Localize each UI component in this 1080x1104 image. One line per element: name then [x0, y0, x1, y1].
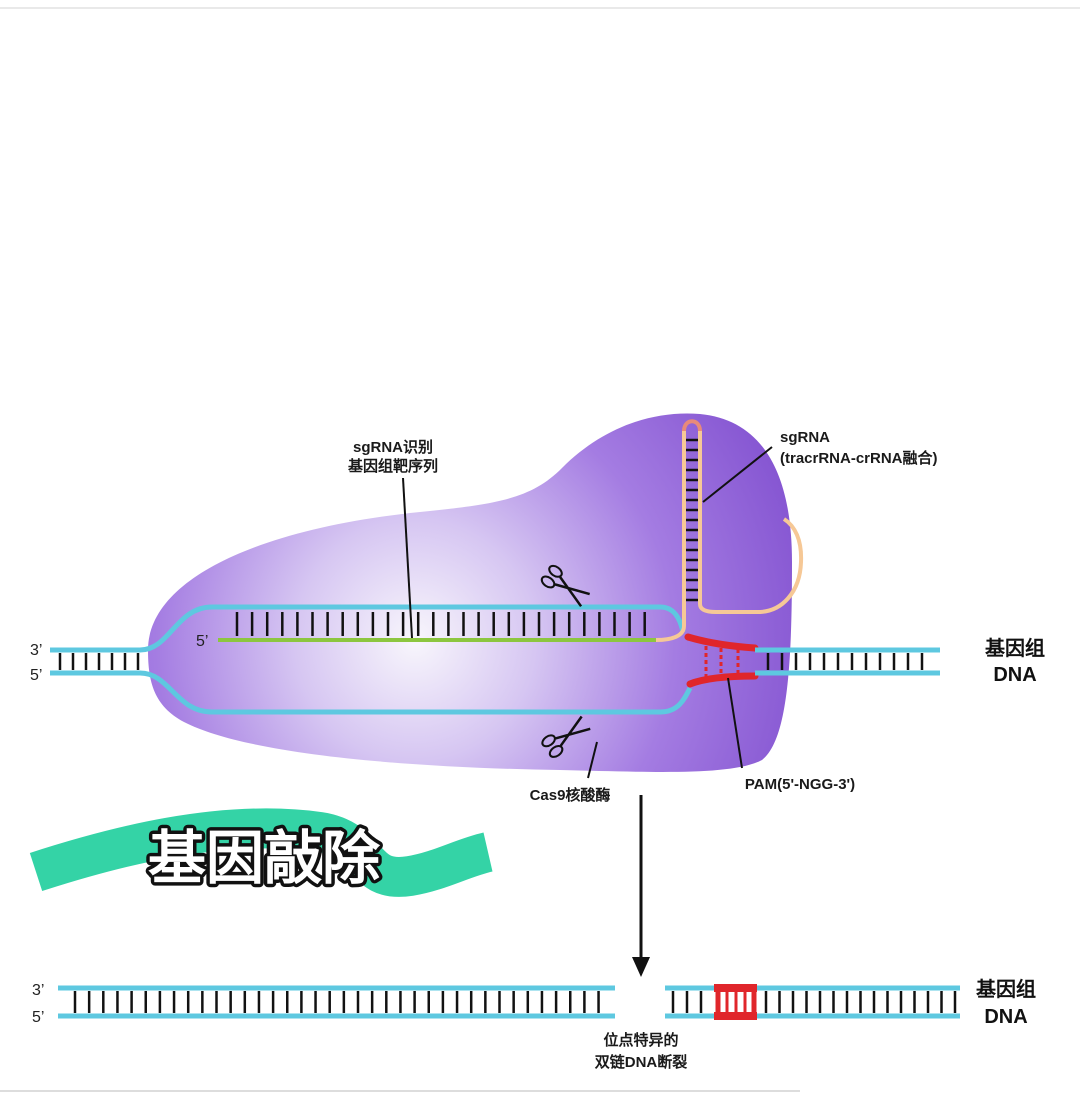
pam-top: [684, 633, 759, 652]
arrow-down-icon: [632, 795, 650, 977]
sgrna-hairpin-base-pairs: [686, 438, 698, 602]
bottom-strand-label-3prime: 3’: [32, 982, 44, 999]
leader-lines: [402, 446, 773, 779]
guide-5prime-label: 5’: [196, 633, 208, 650]
page-title: 基因敲除: [148, 824, 381, 892]
strand-label-5prime: 5’: [30, 667, 42, 684]
bottom-genomic-dna-label-line1: 基因组: [976, 977, 1036, 1001]
sgrna-scaffold-right: [698, 430, 804, 614]
sgrna-scaffold-left: [655, 430, 686, 642]
pam-site-marker: [714, 984, 757, 1020]
cut-dna-right-base-pairs: [764, 991, 957, 1013]
scissors-icon: [541, 715, 591, 758]
cut-dna-left-base-pairs: [73, 991, 600, 1013]
pam-base-pairs: [704, 646, 740, 678]
break-label-line2: 双链DNA断裂: [595, 1053, 688, 1071]
right-dna-base-pairs: [766, 653, 924, 670]
strand-label-3prime: 3’: [30, 642, 42, 659]
bottom-genomic-dna-label-line2: DNA: [984, 1006, 1027, 1028]
cas9-protein: [148, 413, 792, 772]
sgrna-label-line2: (tracrRNA-crRNA融合): [780, 449, 938, 467]
sgrna-target-label-line2: 基因组靶序列: [347, 457, 438, 475]
guide-target-base-pairs: [235, 612, 646, 636]
left-dna-base-pairs: [58, 653, 140, 670]
break-label-line1: 位点特异的: [603, 1031, 678, 1049]
pam-bottom: [686, 672, 759, 688]
pam-label: PAM(5'-NGG-3'): [745, 776, 855, 793]
bottom-strand-label-5prime: 5’: [32, 1009, 44, 1026]
sgrna-loop-cap: [682, 419, 702, 432]
title-ribbon: [29, 808, 493, 897]
genomic-dna-label-line2: DNA: [993, 664, 1036, 686]
dna-bottom-strand: [50, 670, 693, 715]
sgrna-label-line1: sgRNA: [780, 429, 830, 446]
sgrna-target-label-line1: sgRNA识别: [353, 439, 433, 456]
cas9-label: Cas9核酸酶: [530, 786, 611, 804]
genomic-dna-label-line1: 基因组: [985, 636, 1045, 660]
scissors-icon: [540, 564, 591, 608]
cut-dna-right-base-pairs: [671, 991, 703, 1013]
dna-top-strand: [50, 604, 686, 653]
